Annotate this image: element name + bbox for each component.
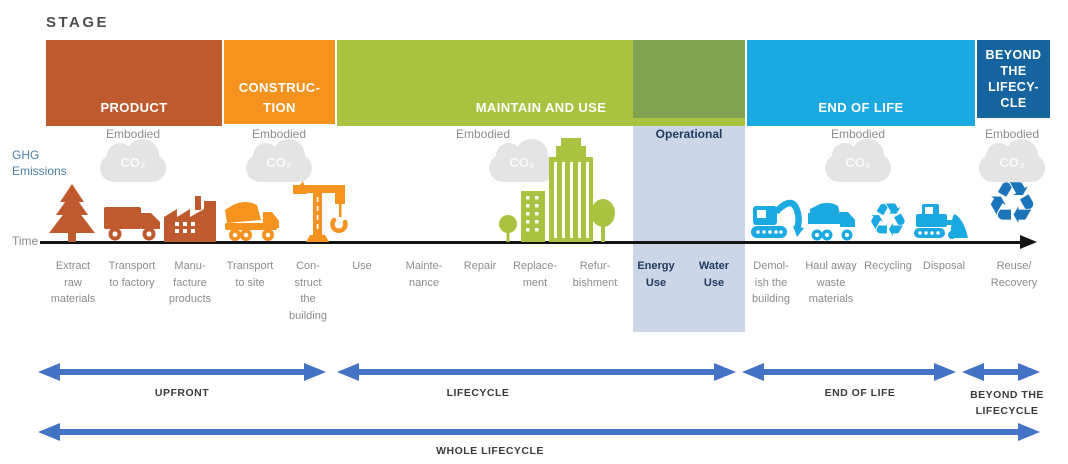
stage-band-label: BEYOND THE LIFECY- CLE <box>985 47 1042 111</box>
recycling-symbol-icon: ♻ <box>867 193 909 247</box>
beyond-lifecycle-arrow <box>962 363 1040 381</box>
reuse-recycling-symbol-icon: ♻ <box>986 169 1038 237</box>
timeline-label-transport-factory: Transport to factory <box>108 260 156 289</box>
arrow-left-head-icon <box>38 363 60 381</box>
arrow-right-head-icon <box>714 363 736 381</box>
arrow-right-head-icon <box>1018 363 1040 381</box>
phase-label-upfront: UPFRONT <box>154 387 210 399</box>
stage-band-label: PRODUCT <box>100 99 168 115</box>
arrow-shaft <box>975 369 1027 375</box>
city-buildings-icon <box>499 138 615 242</box>
arrow-shaft <box>352 369 721 375</box>
bulldozer-icon <box>914 204 968 239</box>
arrow-right-head-icon <box>934 363 956 381</box>
stage-band-label: MAINTAIN AND USE <box>475 99 607 115</box>
stage-band-product: PRODUCT <box>46 40 222 126</box>
stage-band-end-of-life: END OF LIFE <box>747 40 975 126</box>
emission-label-end-of-life: Embodied <box>830 127 886 141</box>
factory-icon <box>164 196 216 242</box>
co2-cloud-icon: CO₂ <box>825 139 891 182</box>
operational-column <box>633 118 745 332</box>
arrow-right-head-icon <box>1018 423 1040 441</box>
stage-band-label: END OF LIFE <box>818 99 904 115</box>
stage-band-maintain-and-use: MAINTAIN AND USE <box>337 40 745 126</box>
operational-band-overlay <box>633 40 745 118</box>
tower-crane-icon <box>293 181 348 242</box>
upfront-arrow <box>38 363 326 381</box>
co2-cloud-icon: CO₂ <box>100 139 166 182</box>
timeline-label-energy-use: Energy Use <box>637 260 675 289</box>
arrow-shaft <box>757 369 941 375</box>
arrow-left-head-icon <box>962 363 984 381</box>
phase-label-whole-lifecycle: WHOLE LIFECYCLE <box>436 445 544 457</box>
haul-truck-icon <box>808 202 855 241</box>
timeline-label-extract: Extract raw materials <box>50 260 96 305</box>
arrow-right-head-icon <box>304 363 326 381</box>
time-axis <box>40 241 1022 244</box>
co2-cloud-icon: CO₂ <box>979 139 1045 182</box>
stage-band-label: CONSTRUC- TION <box>238 79 321 115</box>
timeline-label-manufacture: Manu- facture products <box>168 260 212 305</box>
emission-label-beyond: Embodied <box>984 127 1040 141</box>
dump-truck-icon <box>225 202 279 241</box>
time-axis-arrowhead-icon <box>1020 235 1037 249</box>
co2-cloud-icon: CO₂ <box>246 139 312 182</box>
excavator-icon <box>751 199 804 238</box>
stage-band-construction: CONSTRUC- TION <box>224 40 335 124</box>
arrow-left-head-icon <box>337 363 359 381</box>
timeline-label-maintenance: Mainte- nance <box>405 260 443 289</box>
timeline-label-reuse: Reuse/ Recovery <box>990 260 1038 289</box>
phase-label-end-of-life: END OF LIFE <box>824 387 896 399</box>
timeline-label-water-use: Water Use <box>698 260 730 289</box>
time-axis-label: Time <box>12 234 39 248</box>
timeline-label-demolish: Demol- ish the building <box>752 260 790 305</box>
phase-label-lifecycle: LIFECYCLE <box>446 387 510 399</box>
timeline-label-use: Use <box>352 260 372 272</box>
arrow-left-head-icon <box>38 423 60 441</box>
stage-band-beyond-the-lifecycle: BEYOND THE LIFECY- CLE <box>977 40 1050 118</box>
timeline-label-construct: Con- struct the building <box>289 260 327 322</box>
timeline-label-repair: Repair <box>463 260 497 272</box>
timeline-label-replacement: Replace- ment <box>512 260 558 289</box>
arrow-shaft <box>53 429 1025 435</box>
emission-label-operational: Operational <box>655 127 723 141</box>
timeline-label-transport-site: Transport to site <box>226 260 274 289</box>
emission-label-maintain: Embodied <box>455 127 511 141</box>
arrow-shaft <box>53 369 311 375</box>
lifecycle-arrow <box>337 363 736 381</box>
stage-heading: STAGE <box>46 14 110 31</box>
timeline-label-recycling: Recycling <box>864 260 912 272</box>
whole-lifecycle-arrow <box>38 423 1040 441</box>
pine-tree-icon <box>49 184 95 242</box>
timeline-label-refurbishment: Refur- bishment <box>572 260 618 289</box>
timeline-label-haul-away: Haul away waste materials <box>805 260 857 305</box>
arrow-left-head-icon <box>742 363 764 381</box>
co2-cloud-icon: CO₂ <box>489 139 555 182</box>
box-truck-icon <box>104 207 160 241</box>
emission-label-construction: Embodied <box>251 127 307 141</box>
timeline-label-disposal: Disposal <box>922 260 966 272</box>
end-of-life-arrow <box>742 363 956 381</box>
phase-label-beyond: BEYOND THE LIFECYCLE <box>970 389 1044 418</box>
ghg-emissions-label: GHG Emissions <box>12 148 67 178</box>
emission-label-product: Embodied <box>105 127 161 141</box>
